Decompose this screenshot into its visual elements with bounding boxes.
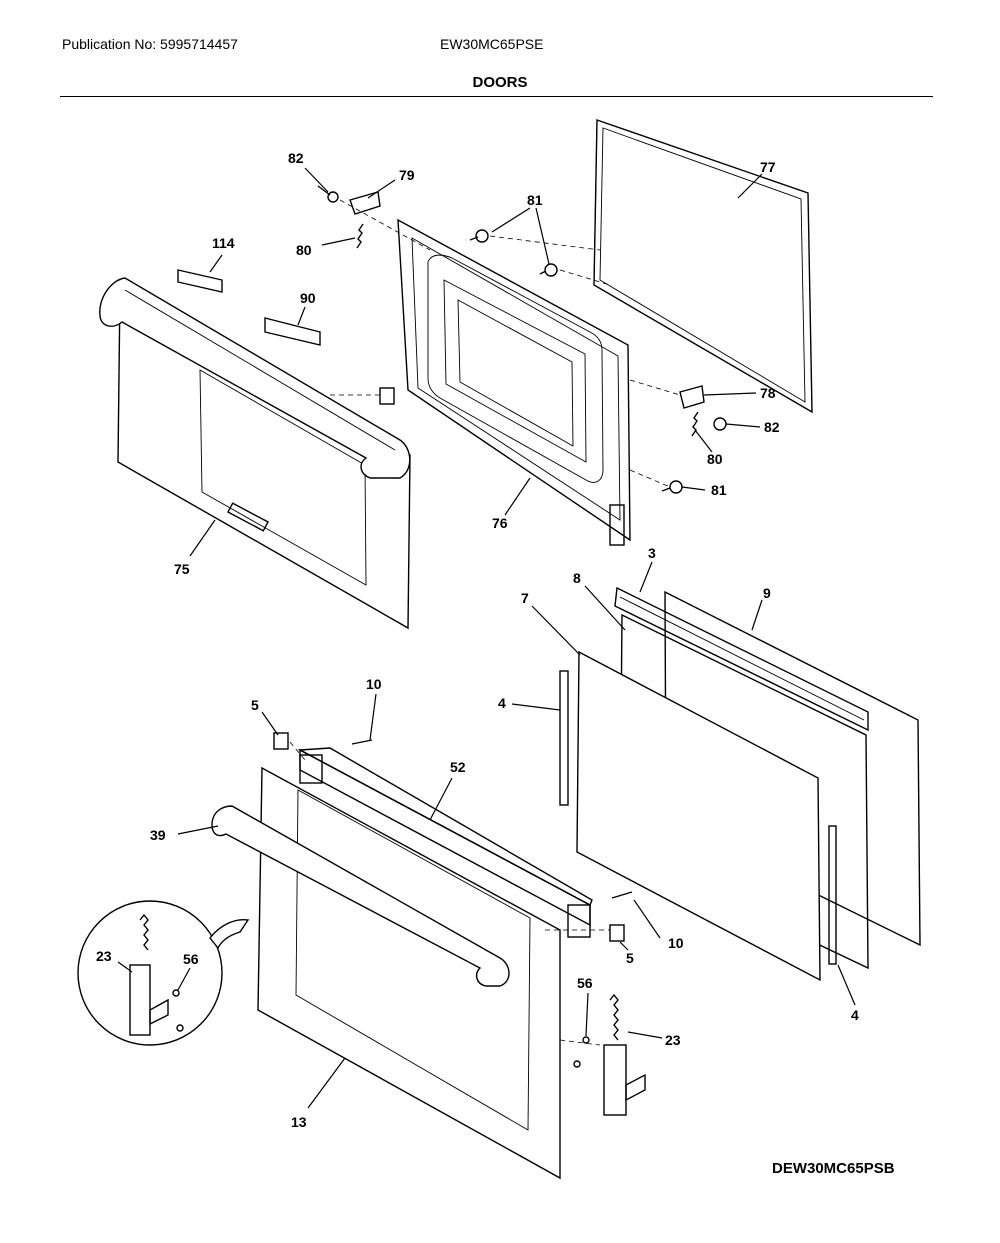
callout-4-right: 4 xyxy=(851,1007,859,1023)
part-82-screw-top xyxy=(317,185,339,203)
part-39-handle xyxy=(211,805,510,987)
callout-13: 13 xyxy=(291,1114,307,1130)
callout-3: 3 xyxy=(648,545,656,561)
callout-5-right: 5 xyxy=(626,950,634,966)
part-7-glass xyxy=(576,650,821,982)
part-10-pin-right xyxy=(611,891,633,899)
part-90-label xyxy=(264,317,321,346)
part-4-strip-right xyxy=(828,825,837,965)
diagram-code: DEW30MC65PSB xyxy=(772,1160,895,1177)
callout-56-detail: 56 xyxy=(183,951,199,967)
part-79-bracket xyxy=(349,191,381,215)
callout-81-top: 81 xyxy=(527,192,543,208)
callout-7: 7 xyxy=(521,590,529,606)
part-81-screw-right xyxy=(661,480,683,494)
callout-56-right: 56 xyxy=(577,975,593,991)
part-23-hinge-right xyxy=(603,993,646,1116)
part-82-screw-right xyxy=(713,417,727,431)
callout-5-left: 5 xyxy=(251,697,259,713)
part-56-screws-right xyxy=(573,1036,590,1068)
part-78-bracket xyxy=(679,385,705,409)
part-76-inner-liner xyxy=(379,218,631,546)
part-75-outer-door xyxy=(99,277,411,630)
callout-23-detail: 23 xyxy=(96,948,112,964)
callout-114: 114 xyxy=(212,235,235,251)
part-5-clip-left xyxy=(273,732,289,750)
part-5-clip-right xyxy=(609,924,625,942)
callout-39: 39 xyxy=(150,827,166,843)
callout-10-left: 10 xyxy=(366,676,382,692)
part-13-lower-door xyxy=(257,766,561,1180)
part-4-strip-left xyxy=(559,670,569,806)
callout-82-right: 82 xyxy=(764,419,780,435)
model-number: EW30MC65PSE xyxy=(440,36,544,52)
part-114-label xyxy=(177,269,223,293)
page-title: DOORS xyxy=(472,74,528,91)
callout-80-top: 80 xyxy=(296,242,312,258)
part-77-frame xyxy=(593,119,813,414)
callout-82-top: 82 xyxy=(288,150,304,166)
callout-10-right: 10 xyxy=(668,935,684,951)
part-81-screws-top xyxy=(469,229,558,277)
part-10-pin-left xyxy=(351,739,373,745)
hinge-detail-circle xyxy=(77,900,250,1046)
callout-78: 78 xyxy=(760,385,776,401)
callout-76: 76 xyxy=(492,515,508,531)
leader-lines xyxy=(117,167,856,1109)
callout-80-right: 80 xyxy=(707,451,723,467)
callout-75: 75 xyxy=(174,561,190,577)
callout-79: 79 xyxy=(399,167,415,183)
part-80-spring-top xyxy=(356,223,364,249)
callout-81-right: 81 xyxy=(711,482,727,498)
callout-23-right: 23 xyxy=(665,1032,681,1048)
part-3-channel xyxy=(614,586,869,732)
callout-52: 52 xyxy=(450,759,466,775)
part-52-trim xyxy=(297,747,593,938)
publication-number: Publication No: 5995714457 xyxy=(62,36,238,52)
callout-90: 90 xyxy=(300,290,316,306)
header-divider xyxy=(60,96,933,97)
callout-9: 9 xyxy=(763,585,771,601)
callout-8: 8 xyxy=(573,570,581,586)
callout-77: 77 xyxy=(760,159,776,175)
callout-4-left: 4 xyxy=(498,695,506,711)
